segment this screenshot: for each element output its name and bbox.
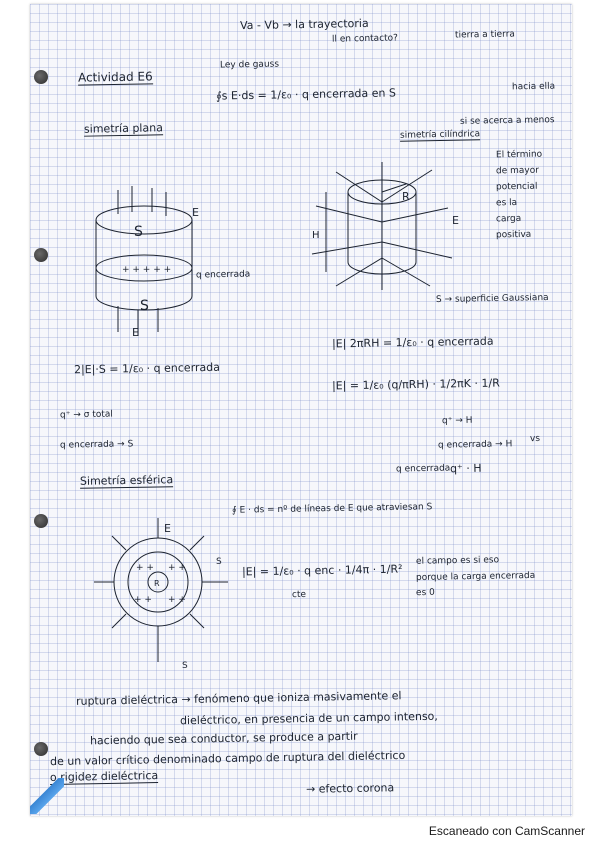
plane-formula: 2|E|·S = 1/ε₀ · q encerrada — [73, 360, 221, 377]
svg-text:E: E — [452, 214, 459, 227]
svg-text:E: E — [132, 326, 139, 339]
cylindrical-symmetry-figure: R H E — [306, 162, 459, 292]
plane-symmetry-cylinder-figure: S S + + + + + E E — [82, 186, 199, 339]
spherical-note-1: el campo es si eso — [415, 555, 500, 567]
svg-text:R: R — [154, 579, 160, 588]
binder-hole — [34, 742, 48, 756]
spherical-note-2: porque la carga encerrada — [415, 570, 536, 584]
svg-text:E: E — [164, 522, 171, 535]
svg-text:S: S — [216, 557, 222, 567]
spherical-heading: Simetría esférica — [79, 473, 174, 489]
note-q-h: q⁺ → H — [441, 415, 473, 427]
svg-text:+ +: + + — [168, 595, 186, 605]
cylindrical-formula-2: |E| = 1/ε₀ (q/πRH) · 1/2πK · 1/R — [331, 376, 500, 393]
cylindrical-heading: simetría cilíndrica — [399, 129, 481, 142]
conclusion-line-1: ruptura dieléctrica → fenómeno que ioniz… — [75, 689, 402, 708]
conclusion-line-3: haciendo que sea conductor, se produce a… — [89, 729, 358, 748]
flux-formula: ∮ E · ds = nº de líneas de E que atravie… — [231, 502, 433, 516]
label-cte: cte — [291, 589, 307, 601]
conclusion-line-4: de un valor crítico denominado campo de … — [49, 748, 406, 769]
spherical-symmetry-figure: + + + + + + + + R E S S — [92, 518, 232, 671]
side-note-line: positiva — [495, 229, 532, 241]
note-q-enc: q encerrada → S — [59, 439, 134, 451]
corona-effect-note: → efecto corona — [305, 781, 395, 796]
cylindrical-formula-3: q⁺ · H — [449, 461, 482, 476]
gauss-formula: ∮s E·ds = 1/ε₀ · q encerrada en S — [215, 86, 397, 103]
svg-text:H: H — [312, 230, 320, 241]
plane-symmetry-heading: simetría plana — [83, 121, 164, 137]
note-q-sigma: q⁺ → σ total — [59, 409, 113, 421]
label-vs: vs — [529, 433, 541, 445]
side-note-line: es la — [495, 198, 518, 209]
side-note-line: El término — [495, 149, 543, 161]
side-note-line: potencial — [495, 181, 538, 193]
svg-text:E: E — [192, 206, 199, 219]
header-line-2: ll en contacto? — [331, 33, 399, 45]
svg-text:R: R — [402, 190, 410, 203]
binder-hole — [34, 248, 48, 262]
svg-text:S: S — [182, 661, 188, 671]
cylinder-label: q encerrada — [195, 269, 251, 281]
conclusion-line-5: o rigidez dieléctrica — [49, 769, 159, 785]
scanner-watermark: Escaneado con CamScanner — [428, 824, 585, 838]
svg-text:+ +: + + — [136, 563, 154, 573]
binder-hole — [34, 514, 48, 528]
note-enc-h: q encerrada → H — [437, 439, 513, 451]
spherical-formula: |E| = 1/ε₀ · q enc · 1/4π · 1/R² — [241, 562, 403, 579]
side-note-line: carga — [495, 213, 522, 225]
gauss-law-heading: Ley de gauss — [219, 59, 280, 71]
side-note-line: de mayor — [495, 165, 540, 177]
svg-text:+ +: + + — [134, 595, 152, 605]
activity-title: Actividad E6 — [77, 69, 153, 86]
header-line-1: Va - Vb → la trayectoria — [239, 16, 369, 33]
side-note: El término de mayor potencial es la carg… — [495, 149, 543, 241]
svg-text:+ + + + +: + + + + + — [122, 265, 171, 275]
arrow-note: hacia ella — [511, 81, 556, 93]
cylindrical-formula-1: |E| 2πRH = 1/ε₀ · q encerrada — [331, 334, 494, 351]
spherical-note-3: es 0 — [415, 587, 435, 599]
gaussian-surface-note: S → superficie Gaussiana — [435, 293, 549, 305]
svg-text:S: S — [140, 298, 149, 314]
conclusion-line-2: dieléctrico, en presencia de un campo in… — [179, 709, 438, 728]
notebook-page: Va - Vb → la trayectoria ll en contacto?… — [30, 4, 572, 816]
svg-text:S: S — [134, 224, 143, 240]
pencil-tip — [30, 778, 64, 814]
header-line-3: tierra a tierra — [454, 29, 515, 41]
note-enc-circled: q encerrada — [395, 463, 451, 475]
binder-hole — [34, 70, 48, 84]
arrow-note-2: si se acerca a menos — [459, 115, 555, 127]
svg-text:+ +: + + — [168, 563, 186, 573]
